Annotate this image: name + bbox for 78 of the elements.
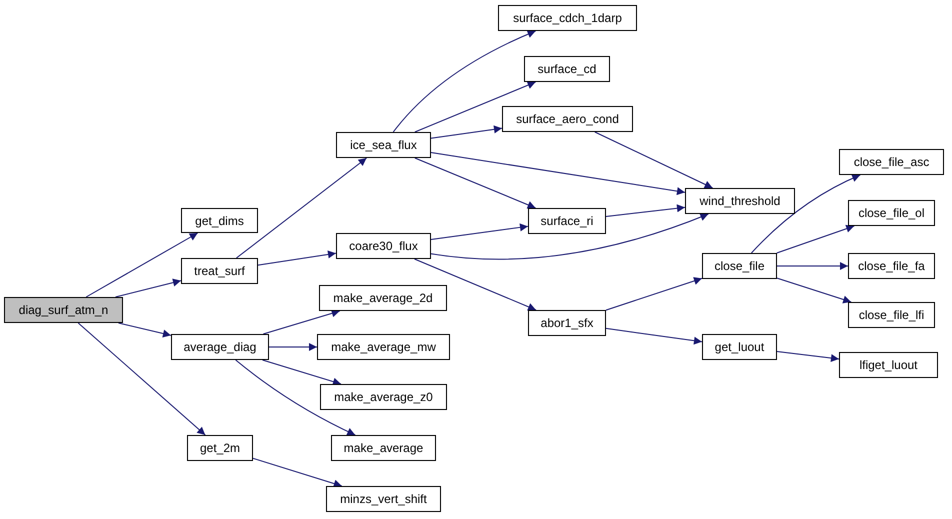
function-box: [848, 200, 935, 226]
function-box: [171, 334, 269, 360]
call-arrow: [86, 232, 198, 298]
call-arrow: [252, 458, 342, 488]
function-name: surface_aero_cond: [516, 112, 619, 126]
call-arrow: [78, 322, 206, 436]
function-name: close_file: [714, 259, 765, 273]
function-box: [4, 297, 123, 323]
function-name: close_file_fa: [858, 259, 925, 273]
function-name: average_diag: [184, 340, 256, 354]
function-box: [848, 302, 935, 328]
function-name: coare30_flux: [349, 239, 418, 253]
call-arrow: [268, 343, 318, 351]
function-box: [524, 56, 610, 82]
call-arrow: [776, 224, 855, 254]
function-name: surface_cdch_1darp: [513, 11, 622, 25]
function-name: surface_ri: [540, 214, 594, 228]
call-arrow: [262, 309, 340, 334]
function-name: get_dims: [195, 214, 244, 228]
function-name: lfiget_luout: [859, 358, 918, 372]
call-arrow: [118, 322, 172, 338]
function-box: [839, 149, 944, 175]
function-box: [181, 208, 258, 233]
call-arrow: [594, 132, 714, 188]
function-box: [336, 233, 431, 259]
function-box: [187, 435, 253, 461]
function-box: [320, 384, 447, 410]
function-box: [181, 258, 258, 284]
function-name: get_luout: [714, 340, 764, 354]
function-name: make_average_mw: [331, 340, 436, 354]
function-name: close_file_asc: [854, 155, 930, 169]
function-box: [502, 106, 633, 132]
call-arrow: [414, 81, 536, 132]
function-box: [319, 285, 447, 311]
call-arrow: [606, 328, 702, 345]
function-name: treat_surf: [194, 264, 245, 278]
function-box: [498, 5, 637, 31]
function-box: [326, 486, 441, 512]
function-box: [839, 352, 938, 378]
function-name: minzs_vert_shift: [340, 492, 427, 506]
function-name: diag_surf_atm_n: [18, 303, 108, 317]
function-name: get_2m: [200, 441, 240, 455]
function-name: close_file_lfi: [858, 308, 924, 322]
function-box: [331, 435, 436, 461]
call-arrow: [606, 277, 702, 311]
function-name: ice_sea_flux: [350, 138, 417, 152]
function-box: [336, 132, 431, 158]
function-name: abor1_sfx: [540, 316, 594, 330]
call-arrow: [776, 351, 840, 362]
function-name: make_average: [344, 441, 424, 455]
call-arrow: [235, 360, 356, 436]
function-box: [528, 208, 606, 234]
function-name: close_file_ol: [858, 206, 925, 220]
function-box: [528, 310, 606, 336]
function-name: surface_cd: [538, 62, 596, 76]
call-arrow: [115, 278, 182, 298]
call-arrow: [392, 30, 536, 132]
call-arrow: [258, 250, 336, 266]
function-box: [317, 334, 450, 360]
call-arrow: [430, 152, 686, 196]
function-box: [702, 253, 777, 279]
function-name: wind_threshold: [700, 194, 780, 208]
call-arrow: [236, 158, 368, 258]
call-arrow: [430, 213, 709, 260]
function-box: [685, 188, 795, 214]
call-arrow: [430, 125, 502, 139]
function-box: [848, 253, 935, 279]
call-arrow: [430, 223, 528, 240]
function-box: [702, 334, 777, 360]
call-arrow: [606, 204, 686, 217]
function-name: make_average_z0: [334, 390, 433, 404]
call-arrow: [776, 278, 852, 304]
function-name: make_average_2d: [333, 291, 433, 305]
call-arrow: [262, 360, 342, 386]
call-arrow: [414, 158, 536, 209]
call-arrow: [414, 258, 537, 311]
call-arrow: [776, 262, 848, 270]
call-arrow: [750, 174, 861, 254]
